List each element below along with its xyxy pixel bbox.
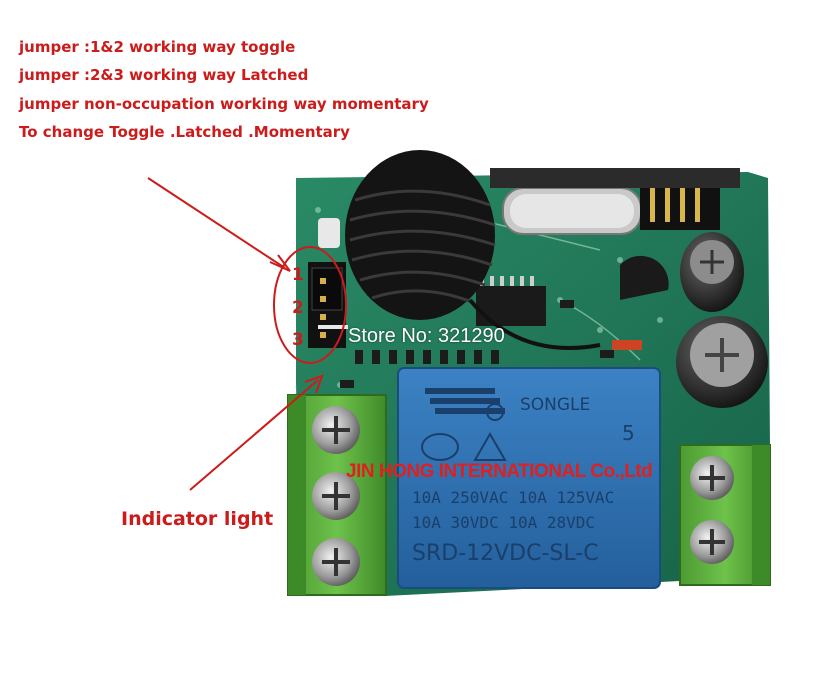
warning-mark-icon bbox=[473, 431, 507, 461]
caption-latched: jumper :2&3 working way Latched bbox=[19, 66, 309, 84]
arrow-to-indicator bbox=[189, 379, 319, 491]
jumper-pin-label: 2 bbox=[292, 298, 304, 318]
jumper-header bbox=[308, 262, 348, 348]
indicator-light-label: Indicator light bbox=[121, 508, 274, 530]
screw-icon bbox=[312, 472, 360, 520]
capacitor bbox=[676, 316, 768, 408]
jumper-highlight-ellipse bbox=[273, 246, 347, 364]
arrow-head-icon bbox=[269, 254, 291, 272]
screw-icon bbox=[312, 406, 360, 454]
diode bbox=[612, 340, 642, 350]
screw-icon bbox=[312, 538, 360, 586]
songle-logo-icon bbox=[425, 388, 505, 414]
terminal-block-left bbox=[287, 394, 387, 596]
company-watermark: JIN HONG INTERNATIONAL Co.,Ltd bbox=[346, 461, 653, 482]
transistor bbox=[620, 255, 669, 300]
jumper-pin-label: 1 bbox=[292, 265, 304, 285]
antenna-coil bbox=[345, 150, 601, 350]
learn-button bbox=[318, 218, 340, 248]
smd-components bbox=[340, 300, 614, 388]
screw-icon bbox=[690, 456, 734, 500]
jumper-pin-label: 3 bbox=[292, 330, 304, 350]
caption-toggle: jumper :1&2 working way toggle bbox=[19, 38, 296, 56]
arrow-to-jumper bbox=[147, 177, 286, 269]
receiver-module bbox=[490, 168, 740, 188]
caption-momentary: jumper non-occupation working way moment… bbox=[19, 95, 429, 113]
relay-model: SRD-12VDC-SL-C bbox=[412, 541, 599, 566]
store-watermark: Store No: 321290 bbox=[348, 325, 505, 347]
ccc-mark-icon bbox=[421, 433, 459, 461]
annotation-arrows bbox=[147, 177, 347, 491]
relay: SONGLE 5 10A 250VAC 10A 125VAC 10A 30VDC… bbox=[397, 367, 661, 589]
crystal-oscillator bbox=[502, 187, 642, 235]
relay-number: 5 bbox=[622, 421, 635, 445]
caption-change-mode: To change Toggle .Latched .Momentary bbox=[19, 123, 350, 141]
relay-rating-1: 10A 250VAC 10A 125VAC bbox=[412, 488, 614, 507]
terminal-block-right bbox=[679, 444, 771, 586]
relay-rating-2: 10A 30VDC 10A 28VDC bbox=[412, 513, 595, 532]
capacitor bbox=[680, 232, 744, 312]
arrow-head-icon bbox=[304, 374, 324, 394]
screw-icon bbox=[690, 520, 734, 564]
relay-brand: SONGLE bbox=[520, 395, 590, 415]
